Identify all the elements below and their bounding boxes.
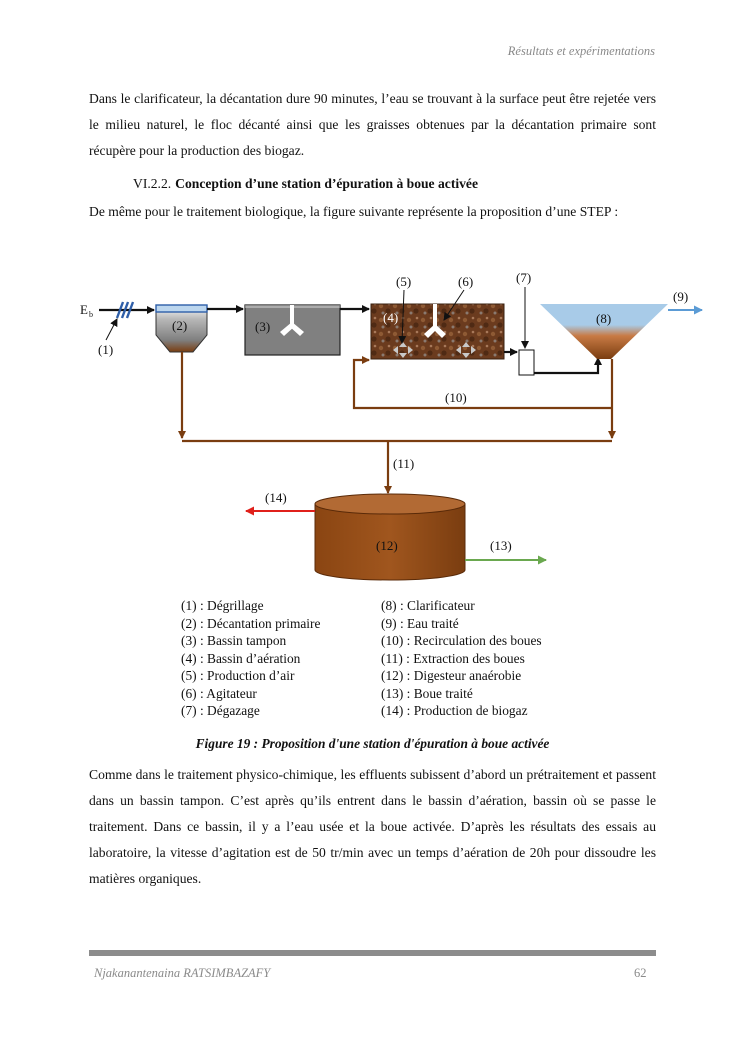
degasser — [518, 349, 535, 376]
label-14: (14) — [265, 490, 287, 505]
legend-item: (13) : Boue traité — [381, 685, 473, 701]
legend-item: (1) : Dégrillage — [181, 598, 264, 613]
page-number: 62 — [634, 966, 647, 980]
section-number: VI.2.2. — [133, 176, 172, 191]
label-13: (13) — [490, 538, 512, 553]
paragraph-intro: De même pour le traitement biologique, l… — [89, 204, 619, 219]
footer-divider — [89, 950, 656, 956]
pointer-5 — [398, 289, 407, 344]
aeration-agitator-icon — [424, 304, 446, 338]
footer-author: Njakanantenaina RATSIMBAZAFY — [94, 966, 271, 980]
pipe-7-8 — [534, 357, 602, 375]
air-diffuser-icon — [393, 342, 476, 358]
screen-grid-icon — [115, 301, 135, 319]
label-1: (1) — [98, 342, 113, 357]
pointer-6 — [443, 289, 465, 321]
pointer-1 — [105, 318, 118, 341]
label-6: (6) — [458, 274, 473, 289]
clarifier — [540, 304, 668, 359]
legend-right: (8) : Clarificateur (9) : Eau traité (10… — [381, 597, 542, 720]
legend-item: (3) : Bassin tampon — [181, 633, 287, 648]
buffer-tank — [244, 304, 341, 356]
legend-item: (8) : Clarificateur — [381, 598, 475, 613]
figure-caption: Figure 19 : Proposition d'une station d'… — [195, 736, 550, 751]
label-7: (7) — [516, 270, 531, 285]
paragraph-treatment: Comme dans le traitement physico-chimiqu… — [89, 767, 656, 886]
anaerobic-digester — [314, 493, 466, 581]
legend-item: (7) : Dégazage — [181, 703, 260, 718]
label-9: (9) — [673, 289, 688, 304]
inlet-label: E b — [80, 302, 93, 319]
label-10: (10) — [445, 390, 467, 405]
sludge-lines — [178, 352, 616, 494]
label-4: (4) — [383, 310, 398, 325]
buffer-agitator-icon — [280, 305, 304, 336]
section-title: Conception d’une station d’épuration à b… — [175, 176, 478, 191]
svg-text:b: b — [89, 310, 93, 319]
legend-left: (1) : Dégrillage (2) : Décantation prima… — [181, 597, 320, 720]
label-8: (8) — [596, 311, 611, 326]
legend-item: (6) : Agitateur — [181, 685, 257, 701]
primary-settler — [155, 304, 208, 353]
legend-item: (2) : Décantation primaire — [181, 615, 321, 631]
label-11: (11) — [393, 456, 414, 471]
legend-item: (11) : Extraction des boues — [381, 650, 525, 666]
legend-item: (5) : Production d’air — [181, 668, 295, 683]
legend-item: (4) : Bassin d’aération — [181, 650, 301, 666]
label-5: (5) — [396, 274, 411, 289]
label-2: (2) — [172, 318, 187, 333]
label-12: (12) — [376, 538, 398, 553]
svg-text:E: E — [80, 302, 88, 317]
legend-item: (9) : Eau traité — [381, 615, 459, 631]
legend-item: (12) : Digesteur anaérobie — [381, 668, 522, 683]
label-3: (3) — [255, 319, 270, 334]
section-heading: VI.2.2.Conception d’une station d’épurat… — [133, 176, 478, 192]
running-header: Résultats et expérimentations — [507, 44, 655, 58]
paragraph-clarifier: Dans le clarificateur, la décantation du… — [89, 91, 656, 158]
step-diagram: E b (1) (2) (3) (4) (5) (6) (7) — [80, 270, 703, 581]
legend-item: (14) : Production de biogaz — [381, 703, 528, 718]
legend-item: (10) : Recirculation des boues — [381, 633, 542, 648]
